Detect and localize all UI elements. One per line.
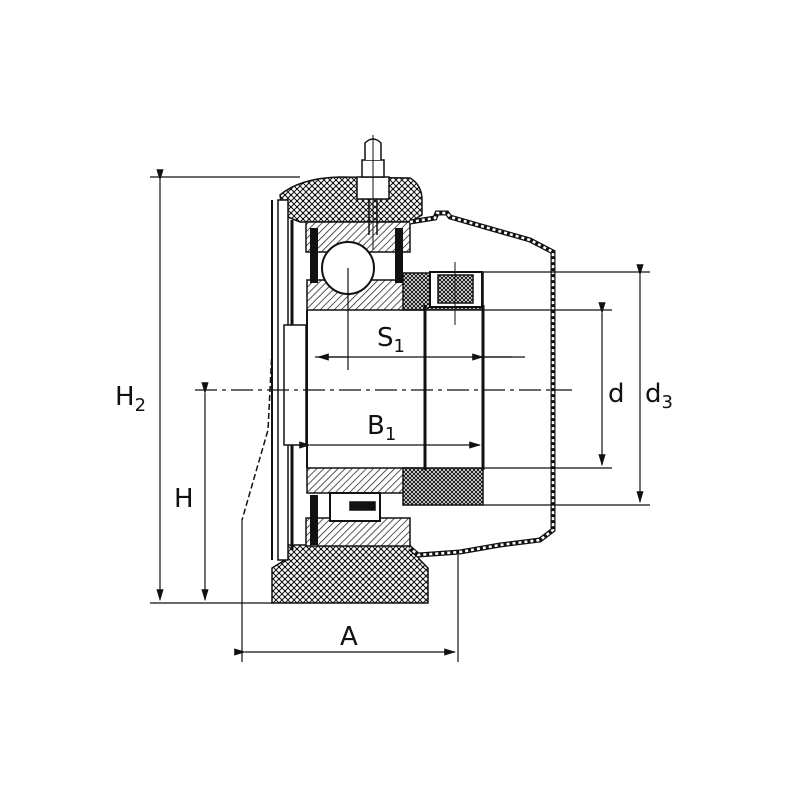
label-d: d [608, 379, 625, 409]
label-H: H [174, 484, 194, 514]
outer-ring-bottom [305, 517, 411, 547]
housing-base [271, 544, 429, 604]
collar-bottom [402, 467, 484, 506]
label-B1: B1 [367, 411, 396, 445]
label-A: A [340, 622, 358, 652]
label-H2: H2 [115, 382, 146, 416]
label-d3: d3 [645, 379, 673, 413]
housing-top [279, 176, 423, 223]
seal-line [241, 349, 273, 521]
label-S1: S1 [377, 323, 405, 357]
grease-nipple [356, 135, 390, 250]
